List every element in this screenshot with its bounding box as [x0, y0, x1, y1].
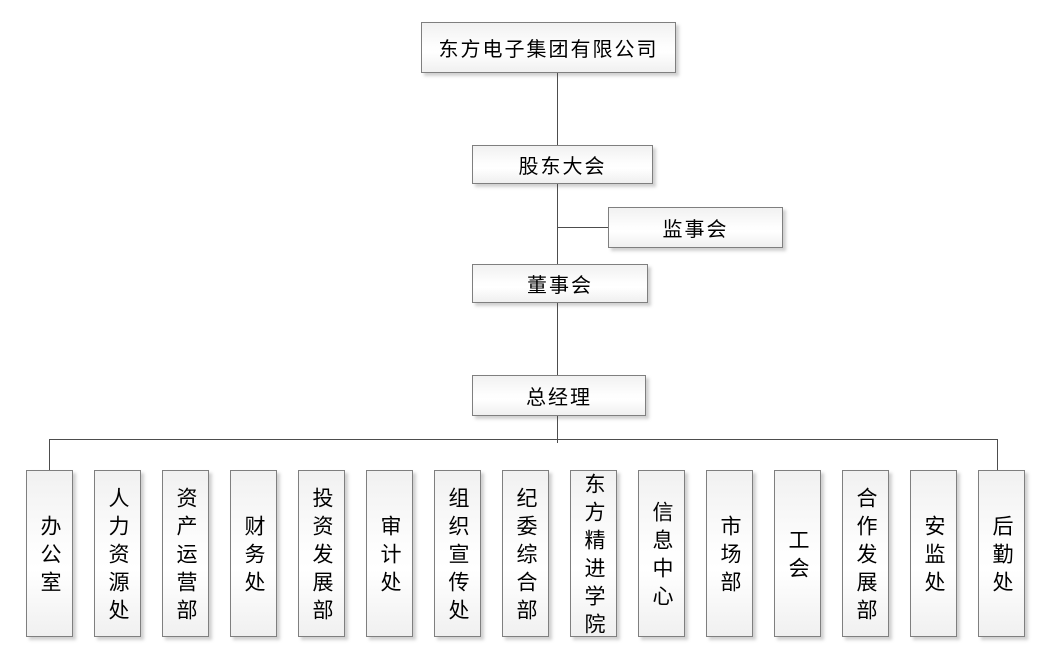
department-box-label: 财务处 — [242, 515, 266, 599]
node-general-manager: 总经理 — [472, 375, 646, 416]
department-box-label: 组织宣传处 — [446, 487, 470, 627]
department-box: 人力资源处 — [94, 470, 141, 637]
department-box: 市场部 — [706, 470, 753, 637]
department-box-label: 信息中心 — [650, 501, 674, 613]
node-supervisory-board-label: 监事会 — [662, 219, 729, 241]
department-box: 组织宣传处 — [434, 470, 481, 637]
department-row: 办公室 人力资源处 资产运营部 财务处 投资发展部 审计处 组织宣传处 纪委综合… — [26, 470, 1025, 641]
department-box: 投资发展部 — [298, 470, 345, 637]
node-general-manager-label: 总经理 — [526, 387, 592, 409]
department-box: 财务处 — [230, 470, 277, 637]
department-box: 纪委综合部 — [502, 470, 549, 637]
department-box: 审计处 — [366, 470, 413, 637]
connector-general-manager-rail — [557, 416, 558, 443]
connector-departments-rail — [49, 439, 998, 440]
node-board-of-directors-label: 董事会 — [527, 275, 593, 297]
node-board-of-directors: 董事会 — [472, 264, 648, 303]
department-box-label: 办公室 — [38, 515, 62, 599]
department-box-label: 市场部 — [718, 515, 742, 599]
department-box-label: 人力资源处 — [106, 487, 130, 627]
department-box-label: 安监处 — [922, 515, 946, 599]
node-company: 东方电子集团有限公司 — [421, 22, 676, 73]
department-box: 工会 — [774, 470, 821, 637]
connector-rail-stub-right — [997, 439, 998, 470]
department-box-label: 合作发展部 — [854, 487, 878, 627]
connector-shareholders-directors — [557, 184, 558, 264]
department-box-label: 工会 — [786, 529, 810, 585]
department-box-label: 资产运营部 — [174, 487, 198, 627]
department-box-label: 后勤处 — [990, 515, 1014, 599]
connector-directors-general-manager — [557, 303, 558, 375]
department-box-label: 东方精进学院 — [582, 473, 606, 641]
department-box: 合作发展部 — [842, 470, 889, 637]
department-box: 东方精进学院 — [570, 470, 617, 641]
connector-company-shareholders — [557, 73, 558, 145]
department-box: 信息中心 — [638, 470, 685, 637]
node-shareholders-meeting-label: 股东大会 — [518, 156, 607, 178]
node-shareholders-meeting: 股东大会 — [472, 145, 653, 184]
department-box-label: 投资发展部 — [310, 487, 334, 627]
node-company-label: 东方电子集团有限公司 — [438, 39, 659, 61]
department-box: 安监处 — [910, 470, 957, 637]
connector-rail-stub-left — [49, 439, 50, 470]
connector-branch-supervisory-board — [558, 227, 608, 228]
department-box: 资产运营部 — [162, 470, 209, 637]
department-box-label: 审计处 — [378, 515, 402, 599]
department-box-label: 纪委综合部 — [514, 487, 538, 627]
department-box: 办公室 — [26, 470, 73, 637]
department-box: 后勤处 — [978, 470, 1025, 637]
node-supervisory-board: 监事会 — [608, 207, 783, 248]
